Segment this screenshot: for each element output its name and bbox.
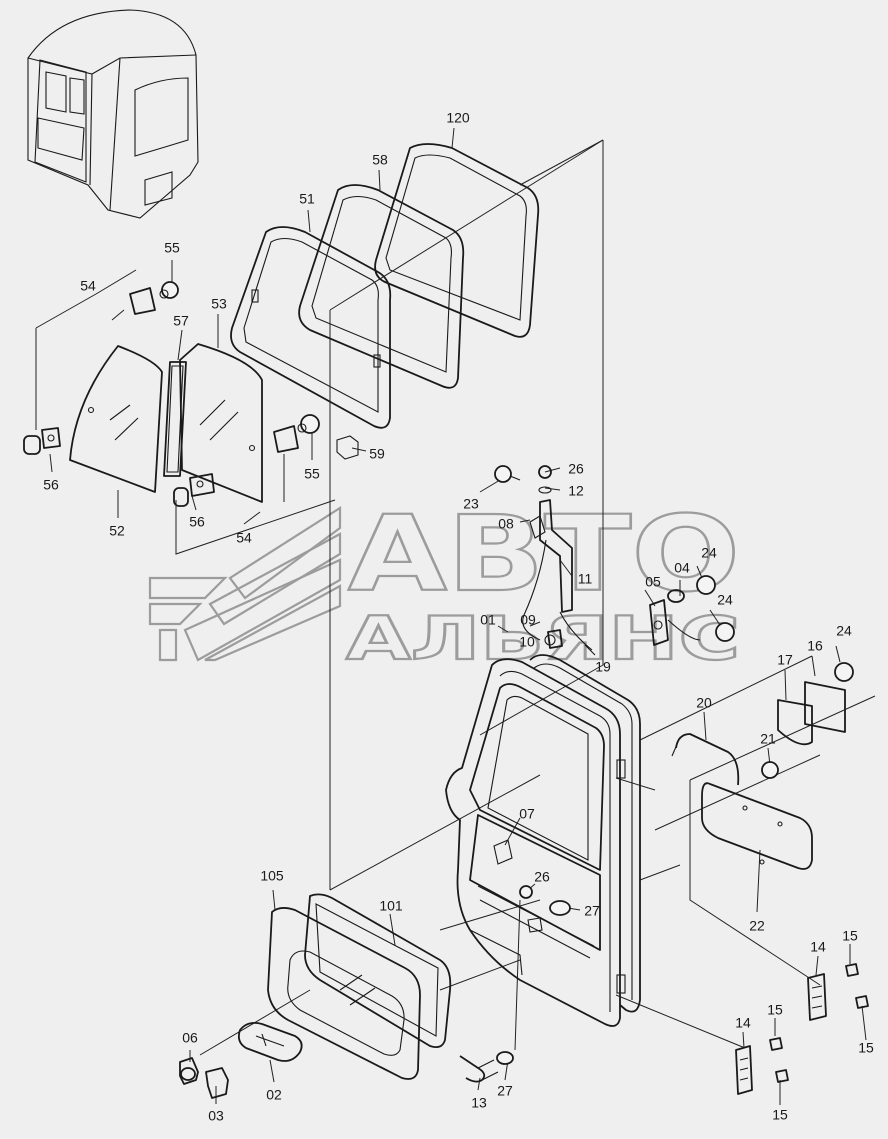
callout-c16: 16 (807, 638, 823, 654)
strip-57 (163, 361, 187, 477)
callout-c19: 19 (595, 659, 611, 675)
handle-parts (649, 575, 735, 646)
callout-c03: 03 (208, 1108, 224, 1124)
callout-c55b: 55 (304, 466, 320, 482)
callout-c51: 51 (299, 191, 315, 207)
latch-54a (129, 287, 156, 315)
callout-c09: 09 (520, 612, 536, 628)
callout-c07: 07 (519, 806, 535, 822)
panel-22 (701, 782, 813, 870)
callout-c58: 58 (372, 152, 388, 168)
callout-c10: 10 (519, 634, 535, 650)
bar-20 (675, 733, 740, 786)
callout-c12: 12 (568, 483, 584, 499)
plate-16 (804, 681, 846, 733)
bolt-15d (775, 1069, 789, 1083)
glass-fasteners (23, 281, 320, 507)
cover-17 (777, 699, 813, 746)
callout-c26a: 26 (568, 461, 584, 477)
callout-c105: 105 (260, 868, 284, 884)
pad-56b (173, 487, 189, 507)
callout-c08: 08 (498, 516, 514, 532)
callout-c06: 06 (182, 1030, 198, 1046)
callout-c04: 04 (674, 560, 690, 576)
callout-c56a: 56 (43, 477, 59, 493)
callout-labels: 120 58 51 55 54 53 57 59 55 26 12 23 56 56 08 52 54 24 04 1… (43, 110, 874, 1124)
callout-c15a: 15 (842, 928, 858, 944)
door-seal (529, 654, 641, 1013)
lock-mechanism (494, 465, 596, 656)
watermark-logo (148, 505, 342, 662)
callout-c26b: 26 (534, 869, 550, 885)
callout-c05: 05 (645, 574, 661, 590)
callout-c11: 11 (578, 571, 593, 587)
window-frames (230, 143, 540, 460)
glass-105 (267, 907, 421, 1080)
callout-c27b: 27 (497, 1083, 513, 1099)
hinge-14b (735, 1045, 753, 1095)
handle-02 (237, 1021, 303, 1062)
callout-c21: 21 (760, 731, 776, 747)
callout-c55a: 55 (164, 240, 180, 256)
callout-c20: 20 (696, 695, 712, 711)
seal-101 (304, 893, 452, 1049)
watermark-line2: АЛЬЯНС (346, 604, 740, 674)
side-parts (671, 662, 854, 870)
callout-c59: 59 (369, 446, 385, 462)
glass-52 (69, 345, 163, 493)
lower-window-parts (179, 885, 571, 1099)
callout-c54b: 54 (236, 530, 252, 546)
frame-51 (230, 226, 392, 429)
door-assembly (445, 654, 641, 1027)
latch-54b (273, 425, 299, 453)
callout-c52: 52 (109, 523, 125, 539)
ubolt-13 (459, 1055, 486, 1083)
callout-c15c: 15 (858, 1040, 874, 1056)
glass-panes (69, 343, 263, 503)
bolt-15c (855, 995, 869, 1009)
callout-c54a: 54 (80, 278, 96, 294)
pad-56a (23, 435, 41, 455)
hinge-14a (807, 973, 827, 1021)
callout-c17: 17 (777, 652, 793, 668)
hinges (735, 963, 869, 1095)
frame-120 (374, 143, 540, 338)
bolt-15a (845, 963, 859, 977)
glass-53 (179, 343, 263, 503)
callout-c23: 23 (463, 496, 479, 512)
cab-overview (27, 9, 199, 219)
callout-c27a: 27 (584, 903, 600, 919)
callout-c15b: 15 (767, 1002, 783, 1018)
clip-59 (336, 435, 359, 460)
clip-03 (205, 1067, 229, 1099)
callout-c01: 01 (480, 612, 496, 628)
callout-c14b: 14 (735, 1015, 751, 1031)
bolt-15b (769, 1037, 783, 1051)
callout-c56b: 56 (189, 514, 205, 530)
cap-06 (179, 1057, 199, 1085)
frame-58 (298, 184, 465, 389)
callout-c24b: 24 (717, 592, 733, 608)
pad-56a-plate (41, 427, 61, 449)
callout-c120: 120 (446, 110, 470, 126)
callout-c53: 53 (211, 296, 227, 312)
callout-c02: 02 (266, 1087, 282, 1103)
callout-c101: 101 (379, 898, 403, 914)
callout-c13: 13 (471, 1095, 487, 1111)
callout-c57: 57 (173, 313, 189, 329)
door-frame (445, 658, 621, 1027)
callout-c15d: 15 (772, 1107, 788, 1123)
callout-c24a: 24 (701, 545, 717, 561)
callout-c14a: 14 (810, 939, 826, 955)
callout-c22: 22 (749, 918, 765, 934)
callout-c24c: 24 (836, 623, 852, 639)
